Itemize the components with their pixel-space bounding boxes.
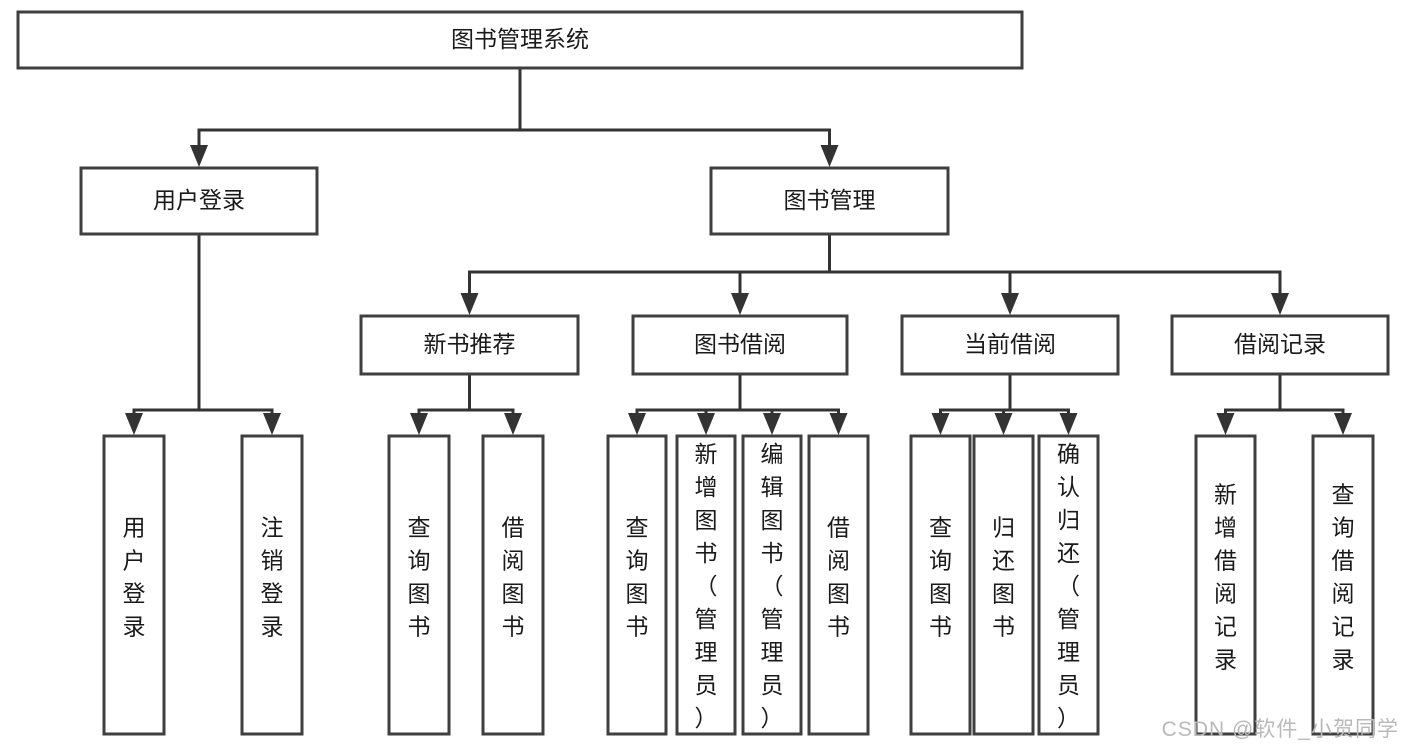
box-user-login-rect xyxy=(79,166,319,236)
arrow-to-leaf-borrow-book-1 xyxy=(504,413,522,435)
arrow-to-leaf-edit-book xyxy=(763,413,781,435)
box-leaf-query-record-rect xyxy=(1311,434,1375,736)
root-box[interactable]: 图书管理系统 xyxy=(16,10,1024,70)
box-leaf-query-book-2-rect xyxy=(606,434,668,736)
box-leaf-user-login[interactable]: 用户登录 xyxy=(102,434,166,736)
arrow-to-borrow-record xyxy=(1271,293,1289,315)
arrow-to-book-manage xyxy=(820,145,839,167)
box-user-login-label: 用户登录 xyxy=(153,187,245,213)
box-leaf-confirm-return-label: 确认归还（管理员） xyxy=(1057,441,1080,731)
box-leaf-query-book-1[interactable]: 查询图书 xyxy=(387,434,451,736)
watermark-label: CSDN @软件_小贺同学 xyxy=(1161,718,1399,741)
box-leaf-add-record-rect xyxy=(1194,434,1257,736)
box-leaf-edit-book-rect xyxy=(741,434,803,736)
box-leaf-confirm-return[interactable]: 确认归还（管理员） xyxy=(1037,434,1100,736)
arrow-to-leaf-add-book xyxy=(697,413,715,435)
arrow-to-new-book-recommend xyxy=(460,293,479,315)
box-new-book-recommend[interactable]: 新书推荐 xyxy=(359,314,580,376)
box-leaf-query-book-3-rect xyxy=(909,434,972,736)
arrow-to-user-login xyxy=(190,145,208,167)
box-leaf-return-book[interactable]: 归还图书 xyxy=(972,434,1035,736)
box-leaf-query-book-1-label: 查询图书 xyxy=(408,515,431,640)
box-leaf-borrow-book-2[interactable]: 借阅图书 xyxy=(807,434,870,736)
box-leaf-confirm-return-rect xyxy=(1037,434,1100,736)
arrow-to-leaf-query-book-2 xyxy=(628,413,646,435)
box-leaf-borrow-book-1-rect xyxy=(481,434,545,736)
box-current-borrow[interactable]: 当前借阅 xyxy=(900,314,1120,376)
box-new-book-recommend-rect xyxy=(359,314,580,376)
box-leaf-borrow-book-1-label: 借阅图书 xyxy=(502,515,525,640)
root-box-rect xyxy=(16,10,1024,70)
box-leaf-logout-rect xyxy=(240,434,304,736)
box-leaf-add-book[interactable]: 新增图书（管理员） xyxy=(675,434,737,736)
arrow-to-leaf-query-book-1 xyxy=(410,413,428,435)
arrow-to-leaf-query-book-3 xyxy=(931,413,950,435)
box-leaf-edit-book-label: 编辑图书（管理员） xyxy=(761,441,784,731)
box-leaf-query-book-3[interactable]: 查询图书 xyxy=(909,434,972,736)
box-borrow-record[interactable]: 借阅记录 xyxy=(1170,314,1390,376)
box-leaf-query-record-label: 查询借阅记录 xyxy=(1332,482,1355,673)
box-leaf-add-record-label: 新增借阅记录 xyxy=(1214,482,1237,673)
box-leaf-borrow-book-1[interactable]: 借阅图书 xyxy=(481,434,545,736)
arrow-to-leaf-user-login xyxy=(125,413,143,435)
box-leaf-query-book-2[interactable]: 查询图书 xyxy=(606,434,668,736)
arrow-to-leaf-add-record xyxy=(1216,413,1235,435)
box-new-book-recommend-label: 新书推荐 xyxy=(424,331,516,357)
box-layer: 图书管理系统用户登录图书管理新书推荐图书借阅当前借阅借阅记录用户登录注销登录查询… xyxy=(16,10,1390,736)
box-borrow-record-rect xyxy=(1170,314,1390,376)
arrow-to-leaf-query-record xyxy=(1334,413,1352,435)
arrow-to-book-borrow xyxy=(731,293,749,315)
box-leaf-edit-book[interactable]: 编辑图书（管理员） xyxy=(741,434,803,736)
arrow-to-current-borrow xyxy=(1001,293,1019,315)
box-current-borrow-label: 当前借阅 xyxy=(964,331,1056,357)
box-leaf-query-record[interactable]: 查询借阅记录 xyxy=(1311,434,1375,736)
box-leaf-logout[interactable]: 注销登录 xyxy=(240,434,304,736)
box-book-borrow[interactable]: 图书借阅 xyxy=(631,314,849,376)
box-book-manage-rect xyxy=(709,166,950,236)
box-current-borrow-rect xyxy=(900,314,1120,376)
box-book-borrow-label: 图书借阅 xyxy=(694,331,786,357)
box-leaf-user-login-label: 用户登录 xyxy=(123,515,146,640)
box-borrow-record-label: 借阅记录 xyxy=(1234,331,1326,357)
box-leaf-add-book-label: 新增图书（管理员） xyxy=(695,441,718,731)
connector-layer xyxy=(125,66,1352,435)
arrow-to-leaf-borrow-book-2 xyxy=(829,413,848,435)
arrow-to-leaf-return-book xyxy=(994,413,1013,435)
box-leaf-return-book-label: 归还图书 xyxy=(992,515,1015,640)
box-book-manage[interactable]: 图书管理 xyxy=(709,166,950,236)
box-leaf-borrow-book-2-label: 借阅图书 xyxy=(827,515,850,640)
arrow-to-leaf-confirm-return xyxy=(1059,413,1078,435)
box-leaf-query-book-1-rect xyxy=(387,434,451,736)
box-leaf-query-book-3-label: 查询图书 xyxy=(929,515,952,640)
root-box-label: 图书管理系统 xyxy=(451,26,589,52)
box-book-borrow-rect xyxy=(631,314,849,376)
box-user-login[interactable]: 用户登录 xyxy=(79,166,319,236)
box-leaf-user-login-rect xyxy=(102,434,166,736)
box-leaf-borrow-book-2-rect xyxy=(807,434,870,736)
box-book-manage-label: 图书管理 xyxy=(784,187,876,213)
box-leaf-add-record[interactable]: 新增借阅记录 xyxy=(1194,434,1257,736)
box-leaf-return-book-rect xyxy=(972,434,1035,736)
arrow-to-leaf-logout xyxy=(263,413,281,435)
box-leaf-add-book-rect xyxy=(675,434,737,736)
box-leaf-query-book-2-label: 查询图书 xyxy=(626,515,649,640)
box-leaf-logout-label: 注销登录 xyxy=(261,515,284,640)
